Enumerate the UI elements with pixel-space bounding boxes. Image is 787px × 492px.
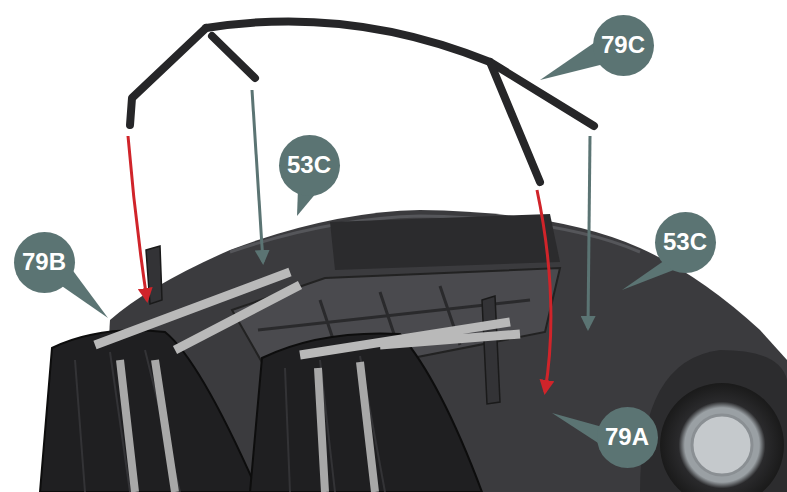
callout-number: 53C [279,135,340,196]
callout-label: 53C [663,230,707,254]
seat-belts-vertical [120,360,375,492]
callout-number: 79A [597,407,658,468]
callout-label: 79A [605,425,649,449]
callout-label: 53C [287,153,331,177]
wheel [660,383,784,492]
callout-number: 79B [14,232,75,293]
callout-label: 79C [601,33,645,57]
placement-arrow [588,136,590,328]
wheel-hub [692,415,752,475]
seat-quilting [75,350,385,492]
seat-belts [95,272,520,355]
placement-arrow [128,136,147,300]
callout-pointers [56,36,684,452]
callout-number: 53C [655,212,716,273]
mount-79B [146,246,162,304]
placement-arrow [252,90,263,262]
trunk-lid [330,214,560,270]
mount-79A [482,296,500,404]
callout-label: 79B [22,250,66,274]
roll-bar [130,21,594,182]
seat-left [40,330,258,492]
placement-arrow [537,190,551,392]
callout-number: 79C [593,15,654,76]
